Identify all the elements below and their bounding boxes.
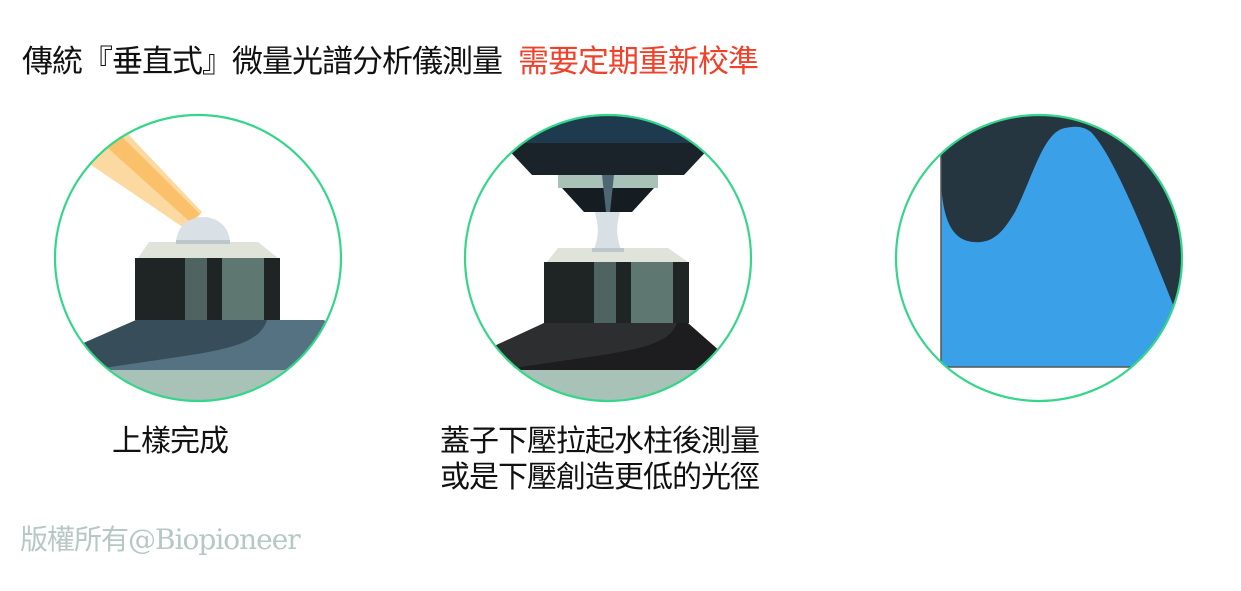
caption-lid-pressed: 蓋子下壓拉起水柱後測量 或是下壓創造更低的光徑 <box>440 424 760 496</box>
sample-loaded-illustration <box>53 113 343 403</box>
liquid-column <box>593 212 622 252</box>
title-highlight: 需要定期重新校準 <box>518 44 759 80</box>
copyright-watermark: 版權所有@Biopioneer <box>20 523 301 556</box>
caption-line: 或是下壓創造更低的光徑 <box>440 460 760 495</box>
spectrum-illustration <box>894 113 1184 403</box>
caption-sample-loaded: 上樣完成 <box>112 424 229 460</box>
caption-line: 上樣完成 <box>112 424 229 459</box>
circle-border <box>53 113 343 403</box>
sample-droplet <box>176 217 230 244</box>
title-main: 傳統『垂直式』微量光譜分析儀測量 <box>22 44 503 80</box>
page-title: 傳統『垂直式』微量光譜分析儀測量需要定期重新校準 <box>22 40 759 84</box>
spectrum-curve <box>941 126 1182 367</box>
caption-line: 蓋子下壓拉起水柱後測量 <box>440 424 760 459</box>
lid-pressed-illustration <box>463 113 753 403</box>
lid <box>465 115 751 143</box>
